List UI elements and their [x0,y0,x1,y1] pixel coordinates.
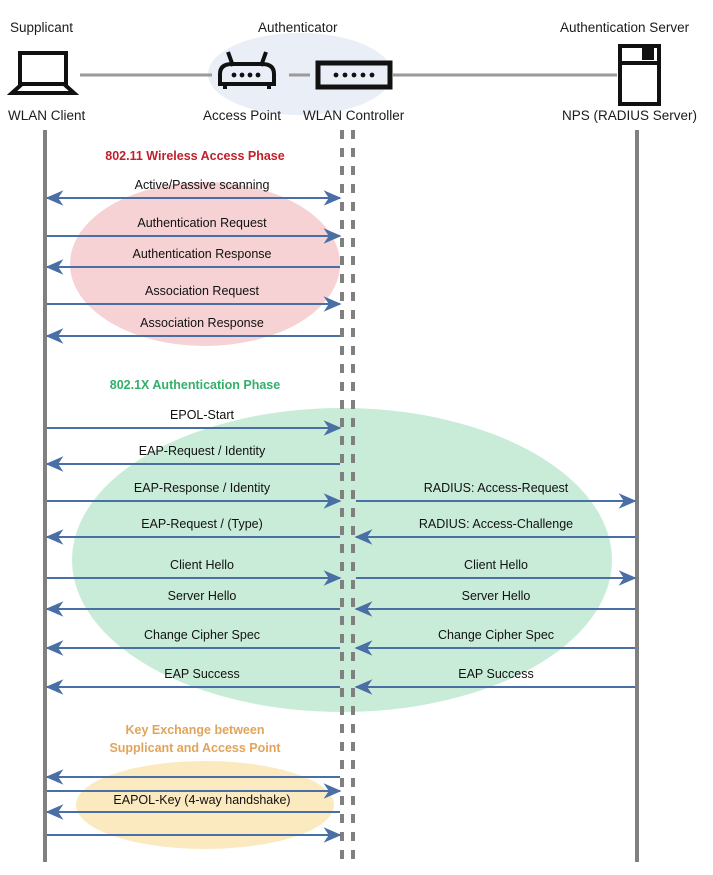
message-label-radius-access-challenge: RADIUS: Access-Challenge [418,517,574,531]
message-label-active-passive-scanning: Active/Passive scanning [134,178,270,192]
role-title-supplicant: Supplicant [10,20,74,35]
wlan-controller-icon [315,60,393,90]
message-label-server-hello-left: Server Hello [167,589,237,603]
phase-caption-key-exchange: Key Exchange between Supplicant and Acce… [0,721,390,757]
phase3-arrows [45,769,342,843]
message-label-authentication-response: Authentication Response [132,247,272,261]
message-label-client-hello-left: Client Hello [170,558,234,572]
phase-caption-wireless-access: 802.11 Wireless Access Phase [105,149,285,163]
phase-caption-dot1x: 802.1X Authentication Phase [109,378,281,392]
device-label-access-point: Access Point [203,108,282,123]
device-label-wlan-controller: WLAN Controller [303,108,405,123]
message-label-client-hello-right: Client Hello [464,558,528,572]
message-label-eap-request-identity: EAP-Request / Identity [138,444,266,458]
role-title-authenticator: Authenticator [258,20,338,35]
message-label-association-response: Association Response [140,316,264,330]
phase-caption-key-exchange-line1: Key Exchange between [125,723,265,737]
phase-caption-key-exchange-line2: Supplicant and Access Point [109,741,281,755]
device-label-wlan-client: WLAN Client [8,108,86,123]
message-label-eap-response-identity: EAP-Response / Identity [133,481,271,495]
message-label-epol-start: EPOL-Start [170,408,234,422]
phase2-arrows-left [45,420,342,695]
message-label-association-request: Association Request [145,284,259,298]
laptop-icon [6,51,80,95]
server-icon [618,44,661,106]
phase-ellipse-key-exchange [76,761,334,849]
message-label-radius-access-request: RADIUS: Access-Request [423,481,569,495]
message-label-eap-request-type: EAP-Request / (Type) [141,517,263,531]
message-label-eapol-key: EAPOL-Key (4-way handshake) [113,793,291,807]
message-label-server-hello-right: Server Hello [461,589,531,603]
access-point-icon [218,51,276,89]
message-label-change-cipher-spec-left: Change Cipher Spec [143,628,261,642]
message-label-change-cipher-spec-right: Change Cipher Spec [437,628,555,642]
role-title-authentication-server: Authentication Server [560,20,690,35]
device-label-nps-radius-server: NPS (RADIUS Server) [562,108,698,123]
phase1-arrows [45,190,342,344]
message-label-eap-success-left: EAP Success [164,667,240,681]
message-label-eap-success-right: EAP Success [458,667,534,681]
message-label-authentication-request: Authentication Request [137,216,267,230]
phase-ellipse-dot1x [72,408,612,712]
phase2-arrows-right [354,493,637,695]
